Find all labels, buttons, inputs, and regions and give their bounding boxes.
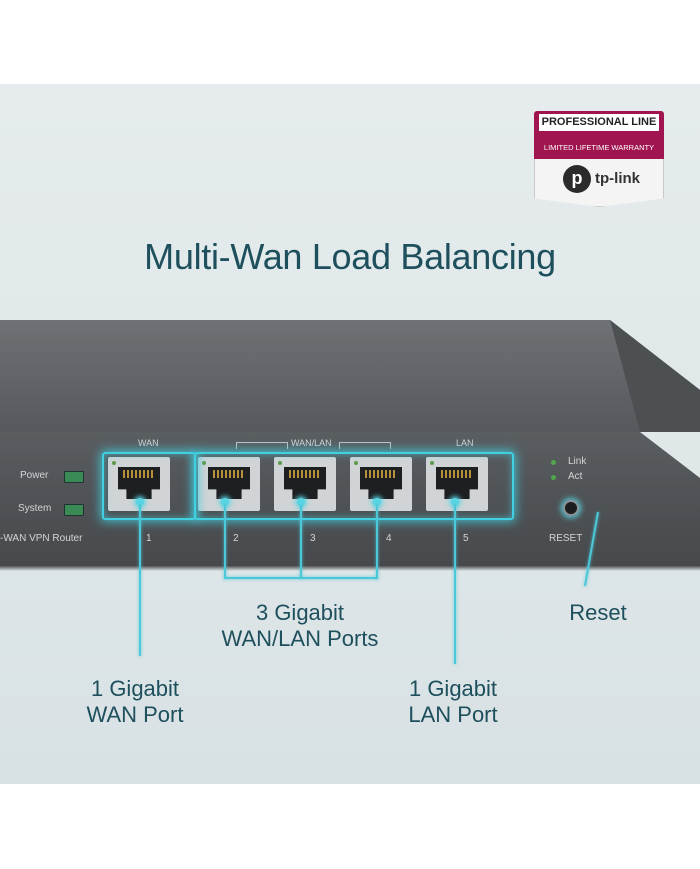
lan-caption-line1: 1 Gigabit	[408, 676, 498, 701]
link-led	[551, 460, 556, 465]
lan-callout-line	[454, 504, 456, 664]
port-number-4: 4	[386, 533, 392, 544]
router-top-surface	[0, 320, 700, 432]
lan-group-label: LAN	[456, 438, 474, 448]
page-title: Multi-Wan Load Balancing	[144, 236, 556, 277]
reset-caption: Reset	[569, 600, 627, 625]
link-label: Link	[568, 456, 587, 467]
act-label: Act	[568, 471, 583, 482]
lan-caption: 1 Gigabit LAN Port	[378, 676, 528, 728]
act-led	[551, 475, 556, 480]
port2-dot	[221, 498, 229, 506]
port-number-5: 5	[463, 533, 469, 544]
system-label: System	[18, 503, 52, 514]
wan-caption-line1: 1 Gigabit	[90, 676, 180, 701]
wan-port-highlight	[102, 452, 196, 520]
port4-callout-line	[376, 504, 378, 579]
badge-logo-area: p tp-link	[534, 159, 664, 207]
reset-button	[563, 500, 579, 516]
port-number-1: 1	[146, 533, 152, 544]
wan-caption: 1 Gigabit WAN Port	[60, 676, 210, 728]
badge-header: PROFESSIONAL LINE	[534, 111, 664, 137]
wan-group-label: WAN	[138, 438, 159, 448]
wanlan-group-label: WAN/LAN	[291, 438, 332, 448]
wanlan-brace-left	[236, 442, 288, 449]
warranty-badge: PROFESSIONAL LINE LIMITED LIFETIME WARRA…	[534, 111, 664, 207]
badge-warranty-text: LIMITED LIFETIME WARRANTY	[534, 137, 664, 159]
wan-port-dot	[136, 498, 144, 506]
ethernet-port-4	[350, 457, 412, 511]
port2-callout-line	[224, 504, 226, 579]
port3-dot	[297, 498, 305, 506]
port3-callout-line	[300, 504, 302, 579]
wan-callout-line	[139, 504, 141, 656]
wanlan-brace-right	[339, 442, 391, 449]
wanlan-lan-ports-highlight	[194, 452, 514, 520]
product-image: PROFESSIONAL LINE LIMITED LIFETIME WARRA…	[0, 84, 700, 784]
reset-port-label: RESET	[549, 533, 583, 544]
router-shadow	[0, 565, 700, 571]
wanlan-callout-bar	[224, 577, 378, 579]
port4-dot	[373, 498, 381, 506]
model-label: -WAN VPN Router	[0, 533, 83, 544]
ethernet-port-2	[198, 457, 260, 511]
system-led	[64, 504, 84, 516]
badge-brand-text: tp-link	[595, 170, 640, 187]
power-led	[64, 471, 84, 483]
ethernet-port-3	[274, 457, 336, 511]
port-number-2: 2	[233, 533, 239, 544]
wanlan-caption: 3 Gigabit WAN/LAN Ports	[200, 600, 400, 652]
wanlan-caption-line1: 3 Gigabit	[255, 600, 345, 625]
tp-link-logo-icon: p	[563, 165, 591, 193]
wan-caption-line2: WAN Port	[86, 702, 184, 727]
wanlan-caption-line2: WAN/LAN Ports	[221, 626, 379, 651]
badge-line-text: PROFESSIONAL LINE	[539, 114, 659, 131]
lan-caption-line2: LAN Port	[408, 702, 498, 727]
power-label: Power	[20, 470, 49, 481]
port-number-3: 3	[310, 533, 316, 544]
lan-port-dot	[451, 498, 459, 506]
